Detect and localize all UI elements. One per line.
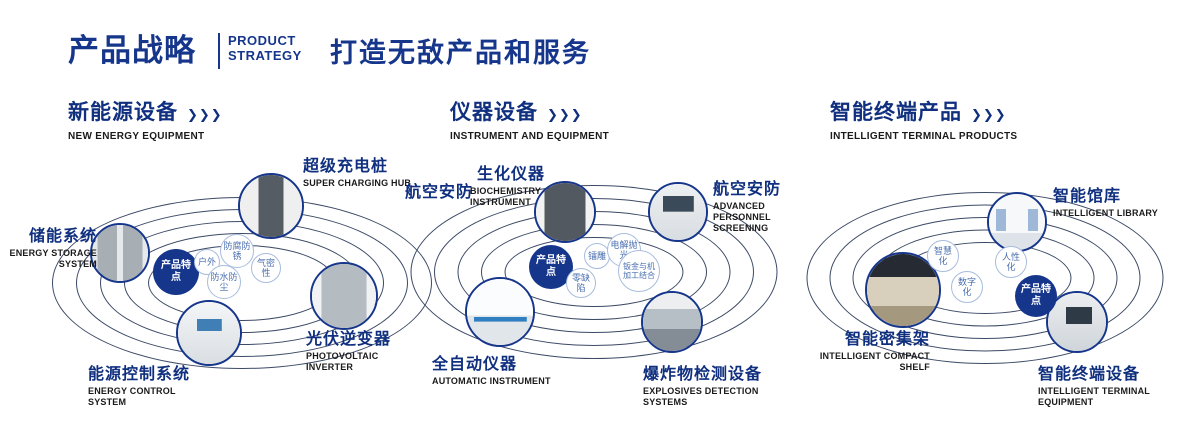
feature-bubble: 智慧化 xyxy=(927,240,959,272)
node-label-biochemistry-en: BIOCHEMISTRY INSTRUMENT xyxy=(470,186,541,207)
chevrons-icon: ❯❯❯ xyxy=(187,107,223,122)
node-label-automatic-instrument: 全自动仪器 AUTOMATIC INSTRUMENT xyxy=(432,356,551,386)
chevrons-icon: ❯❯❯ xyxy=(971,107,1007,122)
compact-shelf-photo xyxy=(867,254,939,326)
energy-storage-photo xyxy=(92,225,148,281)
orbit-ring xyxy=(806,192,1164,364)
automatic-instrument-photo xyxy=(467,279,533,345)
section-header-intelligent: 智能终端产品 ❯❯❯ INTELLIGENT TERMINAL PRODUCTS xyxy=(830,96,1017,142)
node-label-intelligent-library: 智能馆库 INTELLIGENT LIBRARY xyxy=(1053,188,1158,218)
orbit-ring xyxy=(481,224,707,320)
node-label-terminal-equipment: 智能终端设备 INTELLIGENT TERMINAL EQUIPMENT xyxy=(1038,366,1150,407)
node-label-compact-shelf: 智能密集架 INTELLIGENT COMPACT SHELF xyxy=(819,331,930,372)
page-title-en-line2: STRATEGY xyxy=(228,48,302,63)
biochemistry-instrument-photo xyxy=(536,183,594,241)
page-slogan: 打造无敌产品和服务 xyxy=(330,38,591,68)
feature-bubble: 钣金与机加工结合 xyxy=(618,250,660,292)
section-title-intelligent: 智能终端产品 xyxy=(830,101,962,124)
feature-bubble: 防水防尘 xyxy=(207,265,241,299)
personnel-screening-photo xyxy=(650,184,706,240)
node-label-photovoltaic-inverter: 光伏逆变器 PHOTOVOLTAIC INVERTER xyxy=(306,331,392,372)
page-title-en-line1: PRODUCT xyxy=(228,33,296,48)
node-label-explosives-detection: 爆炸物检测设备 EXPLOSIVES DETECTION SYSTEMS xyxy=(643,366,763,407)
orbit-ring xyxy=(504,237,684,307)
node-personnel-screening xyxy=(648,182,708,242)
section-subtitle-new-energy: NEW ENERGY EQUIPMENT xyxy=(68,131,205,142)
product-features-badge: 产品特点 xyxy=(1015,275,1057,317)
node-label-personnel-screening: 航空安防 ADVANCED PERSONNEL SCREENING xyxy=(713,181,782,233)
orbit-ring xyxy=(434,198,754,346)
node-terminal-equipment xyxy=(1046,291,1108,353)
node-automatic-instrument xyxy=(465,277,535,347)
node-energy-control xyxy=(176,300,242,366)
node-compact-shelf xyxy=(865,252,941,328)
feature-bubble: 零缺陷 xyxy=(566,268,596,298)
chevrons-icon: ❯❯❯ xyxy=(547,107,583,122)
node-super-charging-hub xyxy=(238,173,304,239)
super-charging-hub-photo xyxy=(240,175,302,237)
section-header-instruments: 仪器设备 ❯❯❯ INSTRUMENT AND EQUIPMENT xyxy=(450,96,609,142)
node-label-super-charging-hub: 超级充电桩 SUPER CHARGING HUB xyxy=(303,158,412,188)
node-label-biochemistry-cn: 生化仪器 xyxy=(477,166,546,183)
feature-bubble: 人性化 xyxy=(995,246,1027,278)
section-title-instruments: 仪器设备 xyxy=(450,101,538,124)
header-divider xyxy=(218,33,220,69)
node-biochemistry-instrument xyxy=(534,181,596,243)
product-features-badge: 产品特点 xyxy=(153,249,199,295)
section-header-new-energy: 新能源设备 ❯❯❯ NEW ENERGY EQUIPMENT xyxy=(68,96,223,142)
node-energy-storage xyxy=(90,223,150,283)
node-photovoltaic-inverter xyxy=(310,262,378,330)
feature-bubble: 防腐防锈 xyxy=(220,234,254,268)
feature-bubble: 镭雕 xyxy=(584,243,610,269)
node-label-energy-control: 能源控制系统 ENERGY CONTROL SYSTEM xyxy=(88,366,191,407)
explosives-detection-photo xyxy=(643,293,701,351)
terminal-equipment-photo xyxy=(1048,293,1106,351)
orbit-ring xyxy=(410,185,778,359)
page-title-en: PRODUCT STRATEGY xyxy=(228,33,302,63)
feature-bubble: 数字化 xyxy=(951,271,983,303)
section-subtitle-intelligent: INTELLIGENT TERMINAL PRODUCTS xyxy=(830,131,1018,142)
intelligent-library-photo xyxy=(989,194,1045,250)
photovoltaic-inverter-photo xyxy=(312,264,376,328)
node-label-energy-storage: 储能系统 ENERGY STORAGE SYSTEM xyxy=(9,228,97,269)
section-title-new-energy: 新能源设备 xyxy=(68,101,178,124)
product-features-badge: 产品特点 xyxy=(529,245,573,289)
feature-bubble: 气密性 xyxy=(251,253,281,283)
energy-control-photo xyxy=(178,302,240,364)
section-subtitle-instruments: INSTRUMENT AND EQUIPMENT xyxy=(450,131,610,142)
node-intelligent-library xyxy=(987,192,1047,252)
page-title: 产品战略 xyxy=(68,33,196,68)
orbit-ring xyxy=(829,204,1141,352)
orbit-ring xyxy=(852,217,1118,339)
label-aviation-security: 航空安防 xyxy=(405,184,474,201)
node-explosives-detection xyxy=(641,291,703,353)
